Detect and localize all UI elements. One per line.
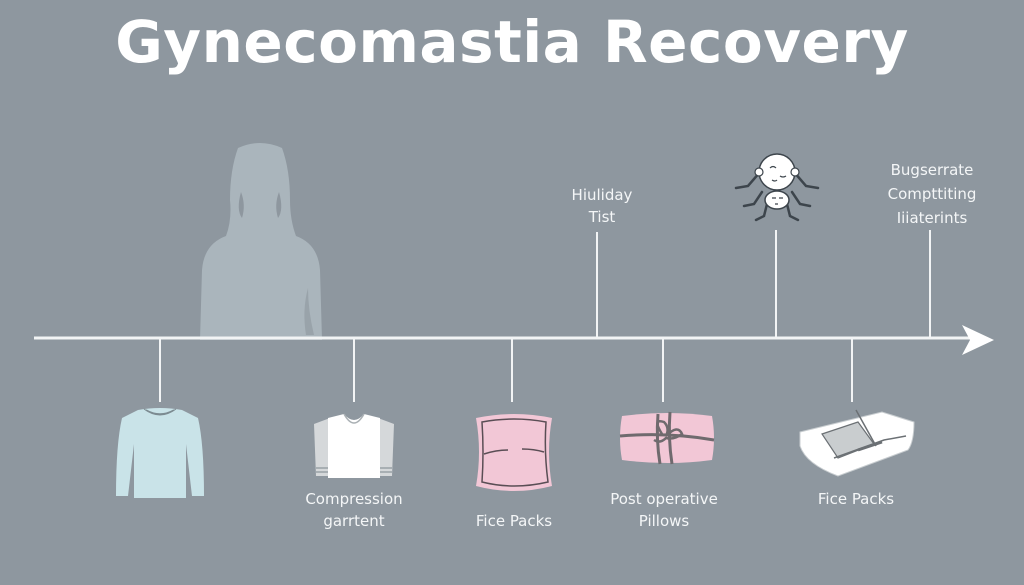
- person-silhouette-icon: [200, 143, 322, 340]
- lower-marker-label: Compression garrtent: [305, 490, 403, 530]
- tray-ice-pack-icon: [799, 409, 915, 477]
- pillow-icon: [619, 411, 715, 465]
- lower-marker-label: Fice Packs: [475, 512, 553, 530]
- page-title: Gynecomastia Recovery: [115, 8, 909, 76]
- figure-icon: [734, 153, 820, 222]
- lower-marker-label: Fice Packs: [817, 490, 895, 508]
- lower-marker-label: Post operative Pillows: [610, 490, 718, 530]
- ice-pack-icon: [476, 414, 552, 491]
- compression-garment-icon: [314, 413, 394, 478]
- upper-marker-label: Hiuliday Tist: [571, 186, 633, 226]
- upper-marker-label: Bugserrate Compttiting Iiiaterints: [887, 161, 977, 227]
- arrow-right-icon: [962, 325, 994, 355]
- long-sleeve-shirt-icon: [116, 408, 204, 498]
